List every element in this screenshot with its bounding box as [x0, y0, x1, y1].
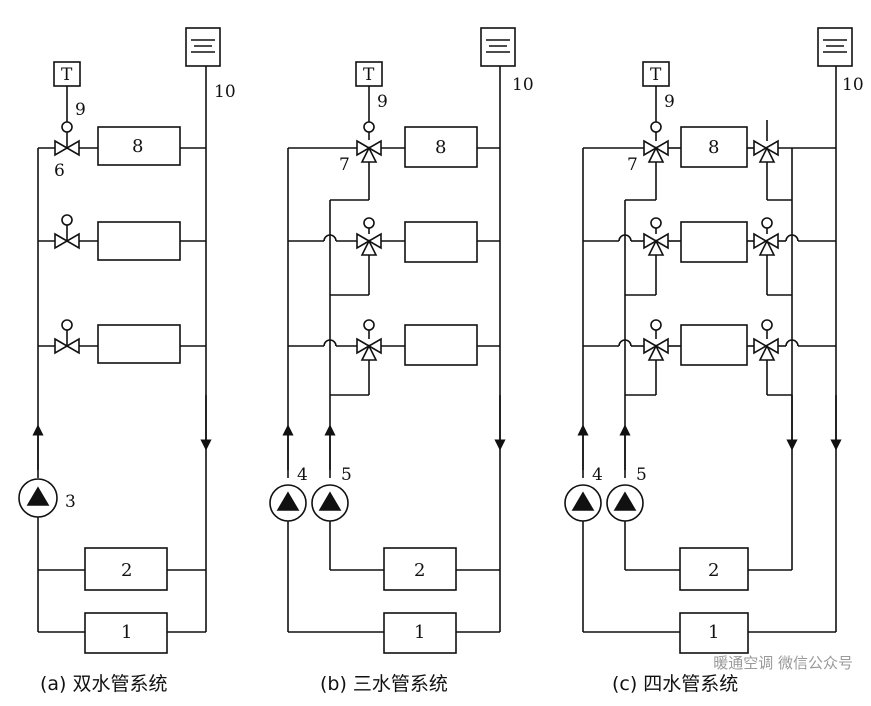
- watermark: 暖通空调 微信公众号: [713, 654, 853, 672]
- panel-b: [269, 27, 516, 654]
- fan-coil-row: [38, 319, 206, 364]
- label-pump: 3: [65, 492, 76, 512]
- caption-b: (b) 三水管系统: [320, 673, 448, 695]
- label-pump4: 4: [592, 465, 603, 485]
- label-pump4: 4: [297, 465, 308, 485]
- pump-icon: [269, 484, 307, 522]
- label-coil: 8: [132, 136, 143, 157]
- pump-icon: [606, 484, 644, 522]
- caption-a: (a) 双水管系统: [40, 673, 168, 695]
- pump-icon: [564, 484, 602, 522]
- label-sensor: 9: [664, 92, 675, 112]
- label-t: T: [61, 65, 73, 85]
- label-box2: 2: [121, 560, 132, 581]
- label-valve: 7: [339, 155, 350, 175]
- chiller-box: [84, 547, 168, 591]
- pump-icon: [311, 484, 349, 522]
- label-box2: 2: [708, 560, 719, 581]
- panel-a: [18, 27, 221, 654]
- expansion-tank-icon: [480, 27, 516, 67]
- label-t: T: [650, 65, 662, 85]
- fan-coil-row: [38, 214, 206, 261]
- label-pump5: 5: [636, 465, 647, 485]
- expansion-tank-icon: [185, 27, 221, 67]
- label-box1: 1: [708, 622, 719, 643]
- label-coil: 8: [435, 137, 446, 158]
- label-t: T: [363, 65, 375, 85]
- label-tank: 10: [842, 75, 864, 95]
- label-pump5: 5: [341, 465, 352, 485]
- fan-coil-row: [38, 121, 206, 166]
- chiller-box: [383, 547, 457, 591]
- caption-c: (c) 四水管系统: [612, 673, 738, 695]
- expansion-tank-icon: [817, 27, 853, 67]
- label-valve: 7: [627, 155, 638, 175]
- label-box1: 1: [414, 622, 425, 643]
- label-box1: 1: [121, 622, 132, 643]
- chiller-box: [679, 547, 749, 591]
- label-box2: 2: [414, 560, 425, 581]
- boiler-box: [383, 612, 457, 654]
- label-coil: 8: [708, 137, 719, 158]
- label-sensor: 9: [75, 100, 86, 120]
- boiler-box: [679, 612, 749, 654]
- label-tank: 10: [512, 75, 534, 95]
- label-valve: 6: [54, 161, 65, 181]
- label-tank: 10: [214, 82, 236, 102]
- panel-c: [564, 27, 853, 654]
- pump-icon: [18, 478, 58, 518]
- label-sensor: 9: [377, 92, 388, 112]
- boiler-box: [84, 612, 168, 654]
